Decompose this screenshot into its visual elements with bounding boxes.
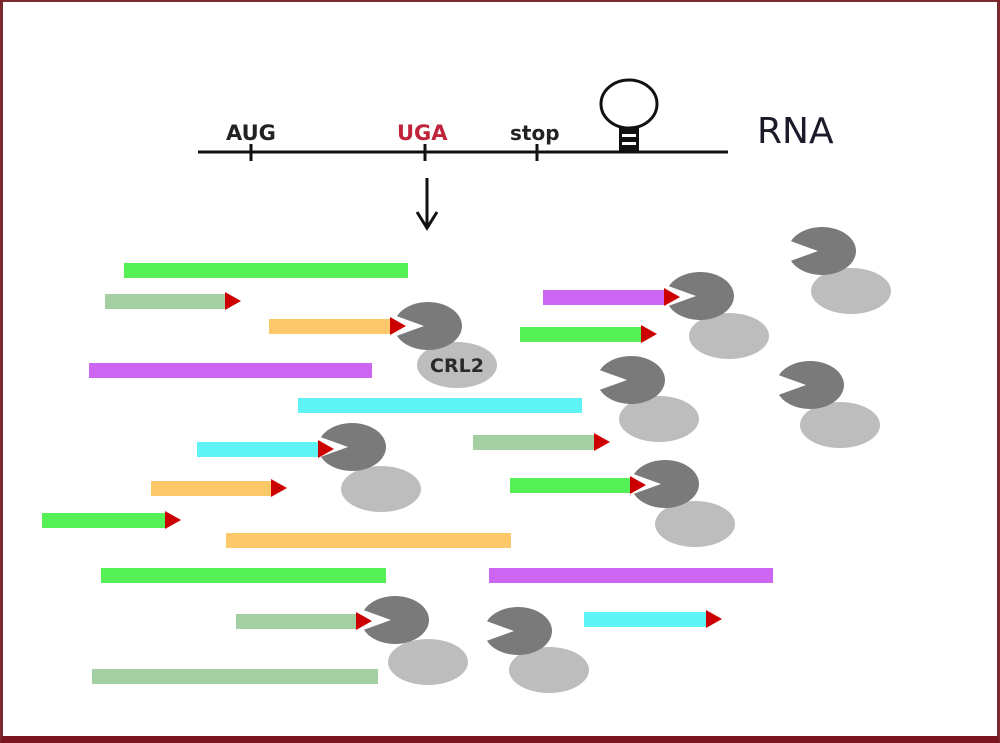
stop-marker-icon [630, 476, 646, 494]
stop-marker-icon [594, 433, 610, 451]
stop-marker-icon [664, 288, 680, 306]
aug-label: AUG [226, 121, 276, 145]
down-arrow-icon [415, 178, 439, 231]
stop-marker-icon [271, 479, 287, 497]
ribosome [363, 595, 468, 685]
ribosome-large-subunit [790, 227, 857, 275]
peptide-bar-cyan [298, 398, 582, 413]
ribosome: CRL2 [396, 301, 497, 388]
uga-label: UGA [397, 121, 448, 145]
stop-marker-icon [225, 292, 241, 310]
stop-label: stop [510, 121, 560, 145]
peptide-bar-green [520, 327, 641, 342]
peptide-bar-purple [489, 568, 773, 583]
ribosome [320, 422, 421, 512]
ribosome-large-subunit [778, 361, 844, 409]
peptide-bar-green [42, 513, 165, 528]
crl2-label: CRL2 [430, 355, 484, 377]
peptide-bar-cyan [197, 442, 318, 457]
peptide-bar-green [101, 568, 386, 583]
ribosome [486, 607, 589, 693]
hairpin-icon [599, 78, 659, 152]
ribosome [599, 356, 699, 442]
peptide-bar-sage [236, 614, 356, 629]
peptide-bar-sage [92, 669, 378, 684]
ribosome [778, 361, 880, 448]
ribosome-large-subunit [486, 607, 552, 655]
stop-marker-icon [706, 610, 722, 628]
stop-marker-icon [165, 511, 181, 529]
ribosome [633, 460, 735, 547]
ribosome [790, 227, 891, 314]
ribosome-layer: CRL2 [320, 227, 891, 693]
ribosome-large-subunit [320, 422, 387, 471]
stop-marker-icon [641, 325, 657, 343]
peptide-bar-green [510, 478, 630, 493]
peptide-bar-orange [269, 319, 390, 334]
ribosome [668, 272, 769, 359]
peptide-bar-sage [105, 294, 225, 309]
rna-schematic: AUG UGA stop RNA [198, 78, 834, 231]
ribosome-large-subunit [599, 356, 665, 404]
peptide-layer [42, 263, 773, 684]
ribosome-small-subunit [388, 639, 468, 685]
ribosome-small-subunit [811, 268, 891, 314]
ribosome-large-subunit [633, 460, 700, 509]
ribosome-small-subunit [341, 466, 421, 512]
ribosome-small-subunit [655, 501, 735, 547]
peptide-bar-purple [89, 363, 372, 378]
ribosome-large-subunit [396, 301, 463, 350]
ribosome-small-subunit [509, 647, 589, 693]
ribosome-large-subunit [668, 272, 734, 320]
ribosome-small-subunit [800, 402, 880, 448]
peptide-bar-sage [473, 435, 594, 450]
rna-title: RNA [757, 111, 834, 152]
crl2-complex [417, 342, 497, 388]
peptide-bar-orange [226, 533, 511, 548]
peptide-bar-green [124, 263, 408, 278]
stop-marker-icon [390, 317, 406, 335]
peptide-bar-purple [543, 290, 664, 305]
ribosome-small-subunit [689, 313, 769, 359]
stop-marker-icon [318, 440, 334, 458]
peptide-bar-cyan [584, 612, 706, 627]
ribosome-small-subunit [619, 396, 699, 442]
ribosome-large-subunit [363, 595, 429, 644]
stop-marker-icon [356, 612, 372, 630]
peptide-bar-orange [151, 481, 271, 496]
